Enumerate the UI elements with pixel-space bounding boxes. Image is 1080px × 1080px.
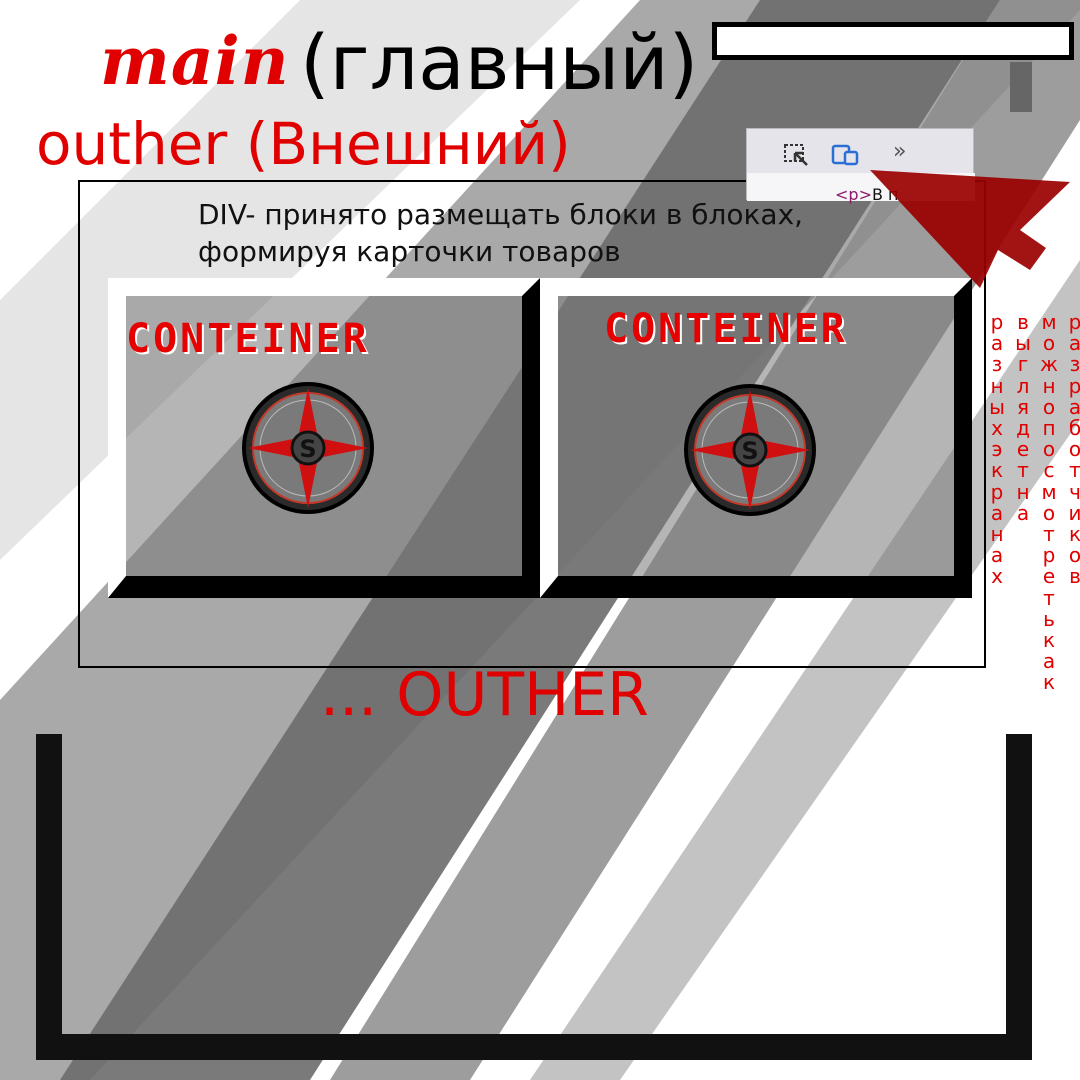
compass-logo-icon: S — [684, 384, 816, 516]
devtools-code-snippet: <p>В п — [835, 185, 899, 204]
compass-logo-icon: S — [242, 382, 374, 514]
outer-block-frame — [78, 180, 986, 668]
top-right-stub — [1010, 62, 1032, 112]
main-tag-label: main — [100, 22, 290, 100]
vertical-note-column: выглядетна — [1015, 310, 1031, 525]
logo-letter: S — [741, 437, 758, 465]
container-card-right: CONTEINER S — [540, 278, 972, 598]
device-toolbar-icon[interactable] — [831, 143, 861, 167]
container-card-left: CONTEINER S — [108, 278, 540, 598]
inspect-icon[interactable] — [783, 143, 809, 167]
logo-letter: S — [299, 435, 316, 463]
vertical-note-column: разработчиков — [1068, 310, 1080, 589]
outer-closing-label: ... OUTHER — [320, 660, 649, 730]
outer-block-description: DIV- принято размещать блоки в блоках, ф… — [198, 198, 804, 268]
code-tag: <p> — [835, 185, 872, 204]
vertical-note-column: можно посмотреть как — [1039, 310, 1059, 695]
outer-label: outher (Внешний) — [36, 110, 571, 178]
cursor-arrow-icon — [870, 170, 1070, 288]
top-right-bar — [712, 22, 1074, 60]
card-title: CONTEINER — [604, 306, 848, 352]
card-title: CONTEINER — [126, 316, 370, 362]
more-icon[interactable]: » — [893, 139, 907, 164]
main-container-frame — [36, 734, 1032, 1060]
vertical-note-column: разных экранах — [989, 310, 1005, 589]
main-translation-label: (главный) — [300, 18, 699, 107]
